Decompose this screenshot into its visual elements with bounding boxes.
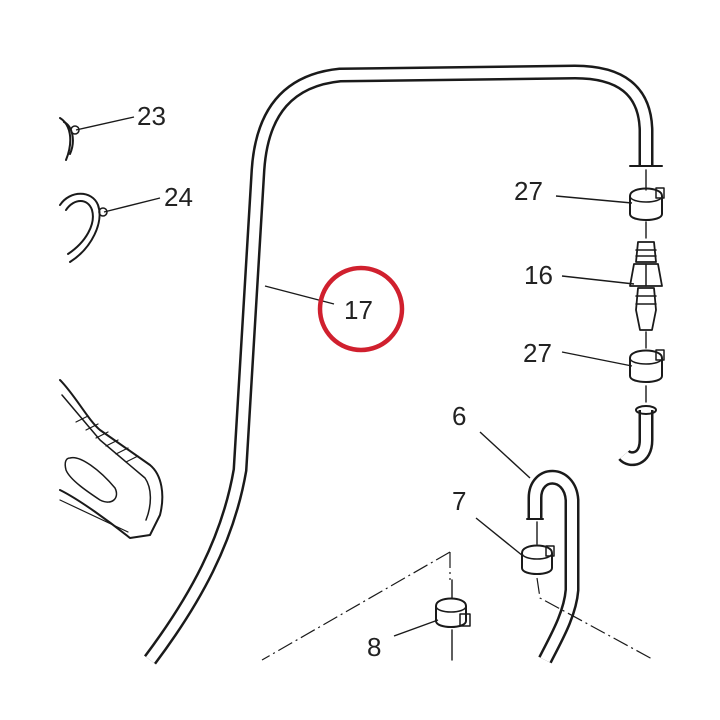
part-24-ring <box>59 192 108 263</box>
callout-8: 8 <box>367 632 381 662</box>
leader-lines <box>75 116 635 637</box>
handle-fragment <box>59 379 164 539</box>
callout-7: 7 <box>452 486 466 516</box>
callout-6: 6 <box>452 401 466 431</box>
callout-17: 17 <box>344 295 373 325</box>
callout-16: 16 <box>524 260 553 290</box>
clamp-7 <box>521 521 555 575</box>
hose-6 <box>526 469 580 664</box>
part-23-ring <box>59 117 80 161</box>
hose-elbow-stub <box>618 405 657 467</box>
clamp-27-lower <box>629 349 665 403</box>
assembly-lines <box>261 551 655 661</box>
hose-17 <box>143 64 663 665</box>
connector-16 <box>629 221 663 349</box>
callout-27-lower: 27 <box>523 338 552 368</box>
clamp-27-upper <box>629 169 665 221</box>
callout-23: 23 <box>137 101 166 131</box>
callout-27-upper: 27 <box>514 176 543 206</box>
callout-24: 24 <box>164 182 193 212</box>
highlight-ring <box>317 265 405 353</box>
clamp-8 <box>435 579 471 661</box>
